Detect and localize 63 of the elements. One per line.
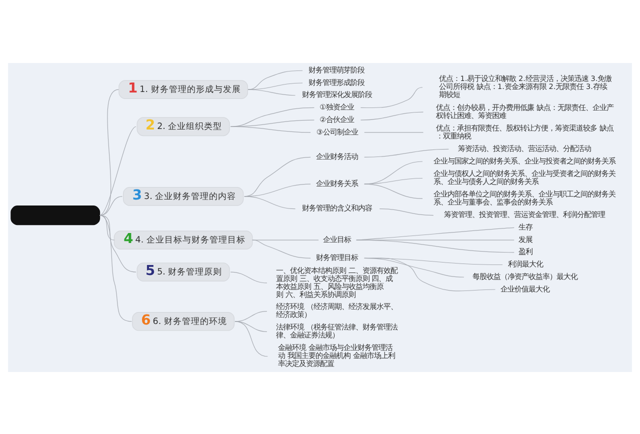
node-text: 优点：创办较易，开办费用低廉 缺点：无限责任、企业产权转让困难、筹资困难 [436,102,614,120]
connector [364,148,449,157]
node-text: 一、优化资本结构原则 二、资源有效配置原则 三、收支动态平衡原则 四、成本效益原则 五、风险与收益均衡原则 六、利益关系协调原则 [276,265,398,298]
connector [99,88,119,216]
node-text: ②合伙企业 [320,114,354,124]
connector [234,320,268,356]
connector [356,239,514,252]
node-text: 金融环境 金融市场与企业财务管理活动 我国主要的金融机构 金融市场上利率决定及资源配置 [278,342,395,368]
node-text: 企业内部各单位之间的财务关系、企业与职工之间的财务关系、企业与董事会、监事会的财务关系 [433,188,616,206]
connector [360,111,424,120]
connector [252,239,311,258]
connector [364,160,423,184]
node-text: 筹资管理、投资管理、营运资金管理、利润分配管理 [444,210,605,219]
connector [364,183,423,198]
node-box: 2 2. 企业组织类型 [136,116,230,136]
connector [360,86,423,108]
connector [364,257,496,291]
node-box: 1 1. 财务管理的形成与发展 [118,80,248,98]
node-text: 优点：1.易于设立和解散 2.经营灵活，决策迅速 3.免缴公司所得税 缺点：1.资金来源有限 2.无限责任 3.存续期较短 [439,74,612,99]
node-text: 盈利 [518,246,532,256]
node-box [10,205,100,225]
connector [99,214,132,322]
connector [364,177,423,184]
node-text: 发展 [518,234,532,244]
connector [244,196,296,209]
node-box: 5 5. 财务管理原则 [136,262,230,281]
node-text: 企业与国家之间的财务关系、企业与投资者之间的财务关系 [433,156,616,165]
node-text: 企业财务关系 [316,178,358,188]
node-text: 企业目标 [322,234,351,244]
connector [234,310,268,322]
node-text: 财务管理萌芽阶段 [308,64,365,74]
node-text: 经济环境 （经济周期、经济发展水平、经济政策） [276,302,398,319]
node-box: 3 3. 企业财务管理的内容 [122,186,244,206]
connector [99,196,123,216]
node-text: 财务管理深化发展阶段 [302,90,372,99]
connector [252,239,319,240]
node-text: 优点：承担有限责任、股权转让方便，筹资渠道较多 缺点：双重纳税 [436,122,614,140]
connector [248,88,296,96]
node-text: 财务管理形成阶段 [308,77,365,86]
node-text: 企业财务活动 [316,151,358,160]
node-text: 利润最大化 [508,259,543,268]
connector [99,126,136,216]
node-text: 财务管理目标 [316,252,358,262]
node-text: 企业价值最大化 [500,284,550,293]
node-box: 6 6. 财务管理的环境 [132,312,235,330]
connector [230,119,314,126]
connector [99,214,136,272]
connector [379,208,434,216]
node-text: ③公司制企业 [316,126,358,136]
connector [230,271,268,283]
node-box: 4 4. 企业目标与财务管理目标 [114,230,253,249]
connector [234,320,268,332]
node-text: 法律环境 （税务征管法律、财务管理法律、金融证券法规） [276,322,398,339]
node-text: 筹资活动、投资活动、营运活动、分配活动 [458,143,592,152]
node-text: 财务管理的含义和内容 [302,203,372,212]
connector [230,126,311,132]
connector [248,82,303,90]
connector [230,106,314,126]
node-text: ①独资企业 [320,102,354,112]
node-text: 企业与债权人之间的财务关系、企业与受资者之间的财务关系、企业与债务人之间的财务关系 [433,168,616,186]
connector [248,70,303,90]
node-text: 生存 [518,222,532,231]
node-text: 每股收益（净资产收益率）最大化 [472,271,578,280]
